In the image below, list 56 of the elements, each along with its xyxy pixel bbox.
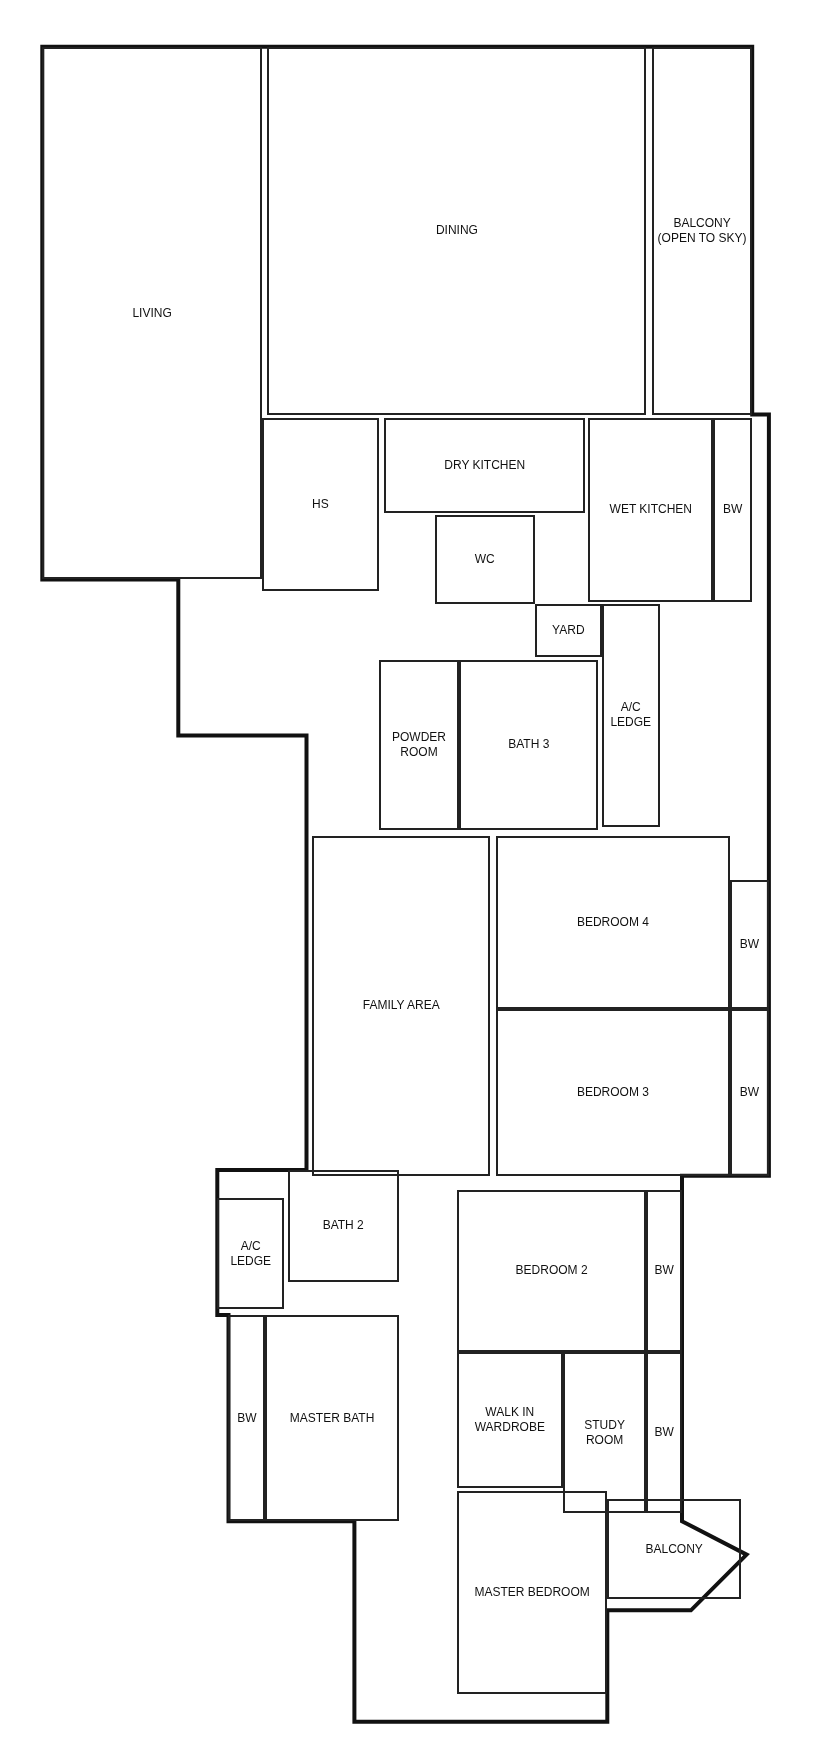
room-label: BATH 2 bbox=[321, 1217, 365, 1235]
room-outline bbox=[495, 835, 730, 1009]
room-outline bbox=[261, 417, 379, 591]
room-label: BATH 3 bbox=[507, 736, 551, 754]
room-label: BEDROOM 2 bbox=[514, 1262, 589, 1280]
room-outline bbox=[287, 1170, 399, 1282]
room-outline bbox=[729, 1008, 769, 1176]
room-outline bbox=[217, 1197, 285, 1310]
room-label: WALK IN WARDROBE bbox=[473, 1403, 546, 1436]
room-label: WET KITCHEN bbox=[608, 501, 693, 519]
room-outline bbox=[456, 1190, 647, 1352]
room-label: BALCONY (OPEN TO SKY) bbox=[656, 214, 748, 247]
room-label: MASTER BEDROOM bbox=[473, 1583, 591, 1601]
room-outline bbox=[456, 1491, 608, 1694]
room-outline bbox=[495, 1008, 730, 1176]
room-label: A/C LEDGE bbox=[609, 699, 653, 732]
room-label: HS bbox=[311, 495, 330, 513]
room-label: DINING bbox=[434, 222, 479, 240]
room-label: BW bbox=[722, 501, 744, 519]
room-label: A/C LEDGE bbox=[229, 1237, 273, 1270]
room-label: BALCONY bbox=[644, 1540, 704, 1558]
room-outline bbox=[562, 1351, 647, 1514]
room-outline bbox=[534, 604, 602, 658]
room-outline bbox=[378, 659, 460, 831]
room-outline bbox=[228, 1315, 266, 1522]
room-outline bbox=[434, 514, 535, 604]
room-outline bbox=[729, 880, 769, 1009]
room-label: BW bbox=[738, 1083, 761, 1101]
room-label: BW bbox=[738, 935, 761, 953]
room-label: BEDROOM 3 bbox=[575, 1083, 650, 1101]
room-outline bbox=[646, 1351, 682, 1514]
room-outline bbox=[607, 1498, 742, 1600]
room-outline bbox=[267, 46, 647, 415]
room-label: MASTER BATH bbox=[288, 1409, 376, 1427]
room-label: STUDY ROOM bbox=[583, 1416, 626, 1449]
room-label: DRY KITCHEN bbox=[443, 456, 527, 474]
room-outline bbox=[312, 835, 491, 1176]
room-outline bbox=[42, 46, 262, 580]
room-label: BEDROOM 4 bbox=[575, 913, 650, 931]
room-outline bbox=[265, 1315, 399, 1522]
room-label: WC bbox=[473, 550, 496, 568]
room-label: BW bbox=[236, 1409, 258, 1427]
room-outline bbox=[601, 604, 660, 827]
room-outline bbox=[651, 46, 753, 415]
room-label: LIVING bbox=[131, 304, 173, 322]
room-label: FAMILY AREA bbox=[361, 997, 441, 1015]
room-outline bbox=[456, 1351, 563, 1488]
room-outline bbox=[646, 1190, 682, 1352]
room-outline bbox=[459, 659, 599, 831]
room-label: POWDER ROOM bbox=[391, 728, 447, 761]
room-outline bbox=[588, 417, 714, 602]
room-label: BW bbox=[653, 1424, 675, 1442]
room-label: YARD bbox=[551, 622, 586, 640]
room-outline bbox=[384, 417, 586, 513]
room-outline bbox=[713, 417, 753, 602]
room-label: BW bbox=[653, 1262, 675, 1280]
